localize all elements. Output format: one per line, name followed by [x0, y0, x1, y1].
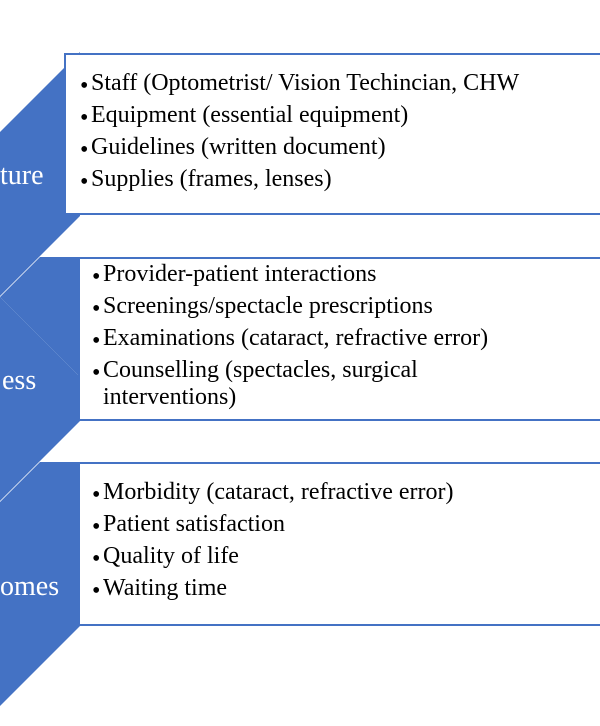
chevron-structure	[0, 52, 80, 296]
item-text: Patient satisfaction	[103, 511, 285, 537]
item-list-outcomes: •Morbidity (cataract, refractive error) …	[92, 479, 600, 607]
list-item: •Supplies (frames, lenses)	[80, 166, 600, 198]
bullet-glyph: •	[92, 360, 101, 386]
list-item: •Counselling (spectacles, surgical inter…	[92, 357, 600, 411]
step-label-structure: ture	[0, 160, 44, 191]
list-item: •Quality of life	[92, 543, 600, 575]
item-list-process: •Provider-patient interactions •Screenin…	[92, 261, 600, 411]
step-label-outcomes: omes	[0, 571, 60, 602]
bullet-glyph: •	[92, 578, 101, 604]
bullet-glyph: •	[92, 514, 101, 540]
step-box-outcomes: •Morbidity (cataract, refractive error) …	[78, 462, 600, 626]
step-box-structure: •Staff (Optometrist/ Vision Techincian, …	[64, 53, 600, 215]
list-item: •Waiting time	[92, 575, 600, 607]
bullet-glyph: •	[92, 328, 101, 354]
item-text: Quality of life	[103, 543, 239, 569]
bullet-glyph: •	[80, 169, 89, 195]
item-text: Provider-patient interactions	[103, 261, 377, 287]
item-text: Counselling (spectacles, surgical interv…	[103, 357, 418, 410]
list-item: •Guidelines (written document)	[80, 134, 600, 166]
bullet-glyph: •	[80, 73, 89, 99]
bullet-glyph: •	[92, 264, 101, 290]
item-text: Equipment (essential equipment)	[91, 102, 409, 128]
item-list-structure: •Staff (Optometrist/ Vision Techincian, …	[80, 70, 600, 198]
item-text: Screenings/spectacle prescriptions	[103, 293, 433, 319]
step-box-process: •Provider-patient interactions •Screenin…	[78, 257, 600, 421]
bullet-glyph: •	[92, 482, 101, 508]
bullet-glyph: •	[80, 105, 89, 131]
step-label-process: ess	[2, 365, 37, 396]
chevron-outcomes	[0, 462, 80, 726]
chevron-process	[0, 297, 80, 501]
item-text: Examinations (cataract, refractive error…	[103, 325, 489, 351]
list-item: •Staff (Optometrist/ Vision Techincian, …	[80, 70, 600, 102]
list-item: •Examinations (cataract, refractive erro…	[92, 325, 600, 357]
item-text: Morbidity (cataract, refractive error)	[103, 479, 454, 505]
bullet-glyph: •	[92, 296, 101, 322]
chevron-process-notch	[0, 257, 80, 377]
list-item: •Patient satisfaction	[92, 511, 600, 543]
list-item: •Screenings/spectacle prescriptions	[92, 293, 600, 325]
bullet-glyph: •	[92, 546, 101, 572]
list-item: •Morbidity (cataract, refractive error)	[92, 479, 600, 511]
item-text: Waiting time	[103, 575, 228, 601]
bullet-glyph: •	[80, 137, 89, 163]
list-item: •Equipment (essential equipment)	[80, 102, 600, 134]
item-text: Supplies (frames, lenses)	[91, 166, 332, 192]
list-item: •Provider-patient interactions	[92, 261, 600, 293]
item-text: Guidelines (written document)	[91, 134, 386, 160]
item-text: Staff (Optometrist/ Vision Techincian, C…	[91, 70, 520, 96]
